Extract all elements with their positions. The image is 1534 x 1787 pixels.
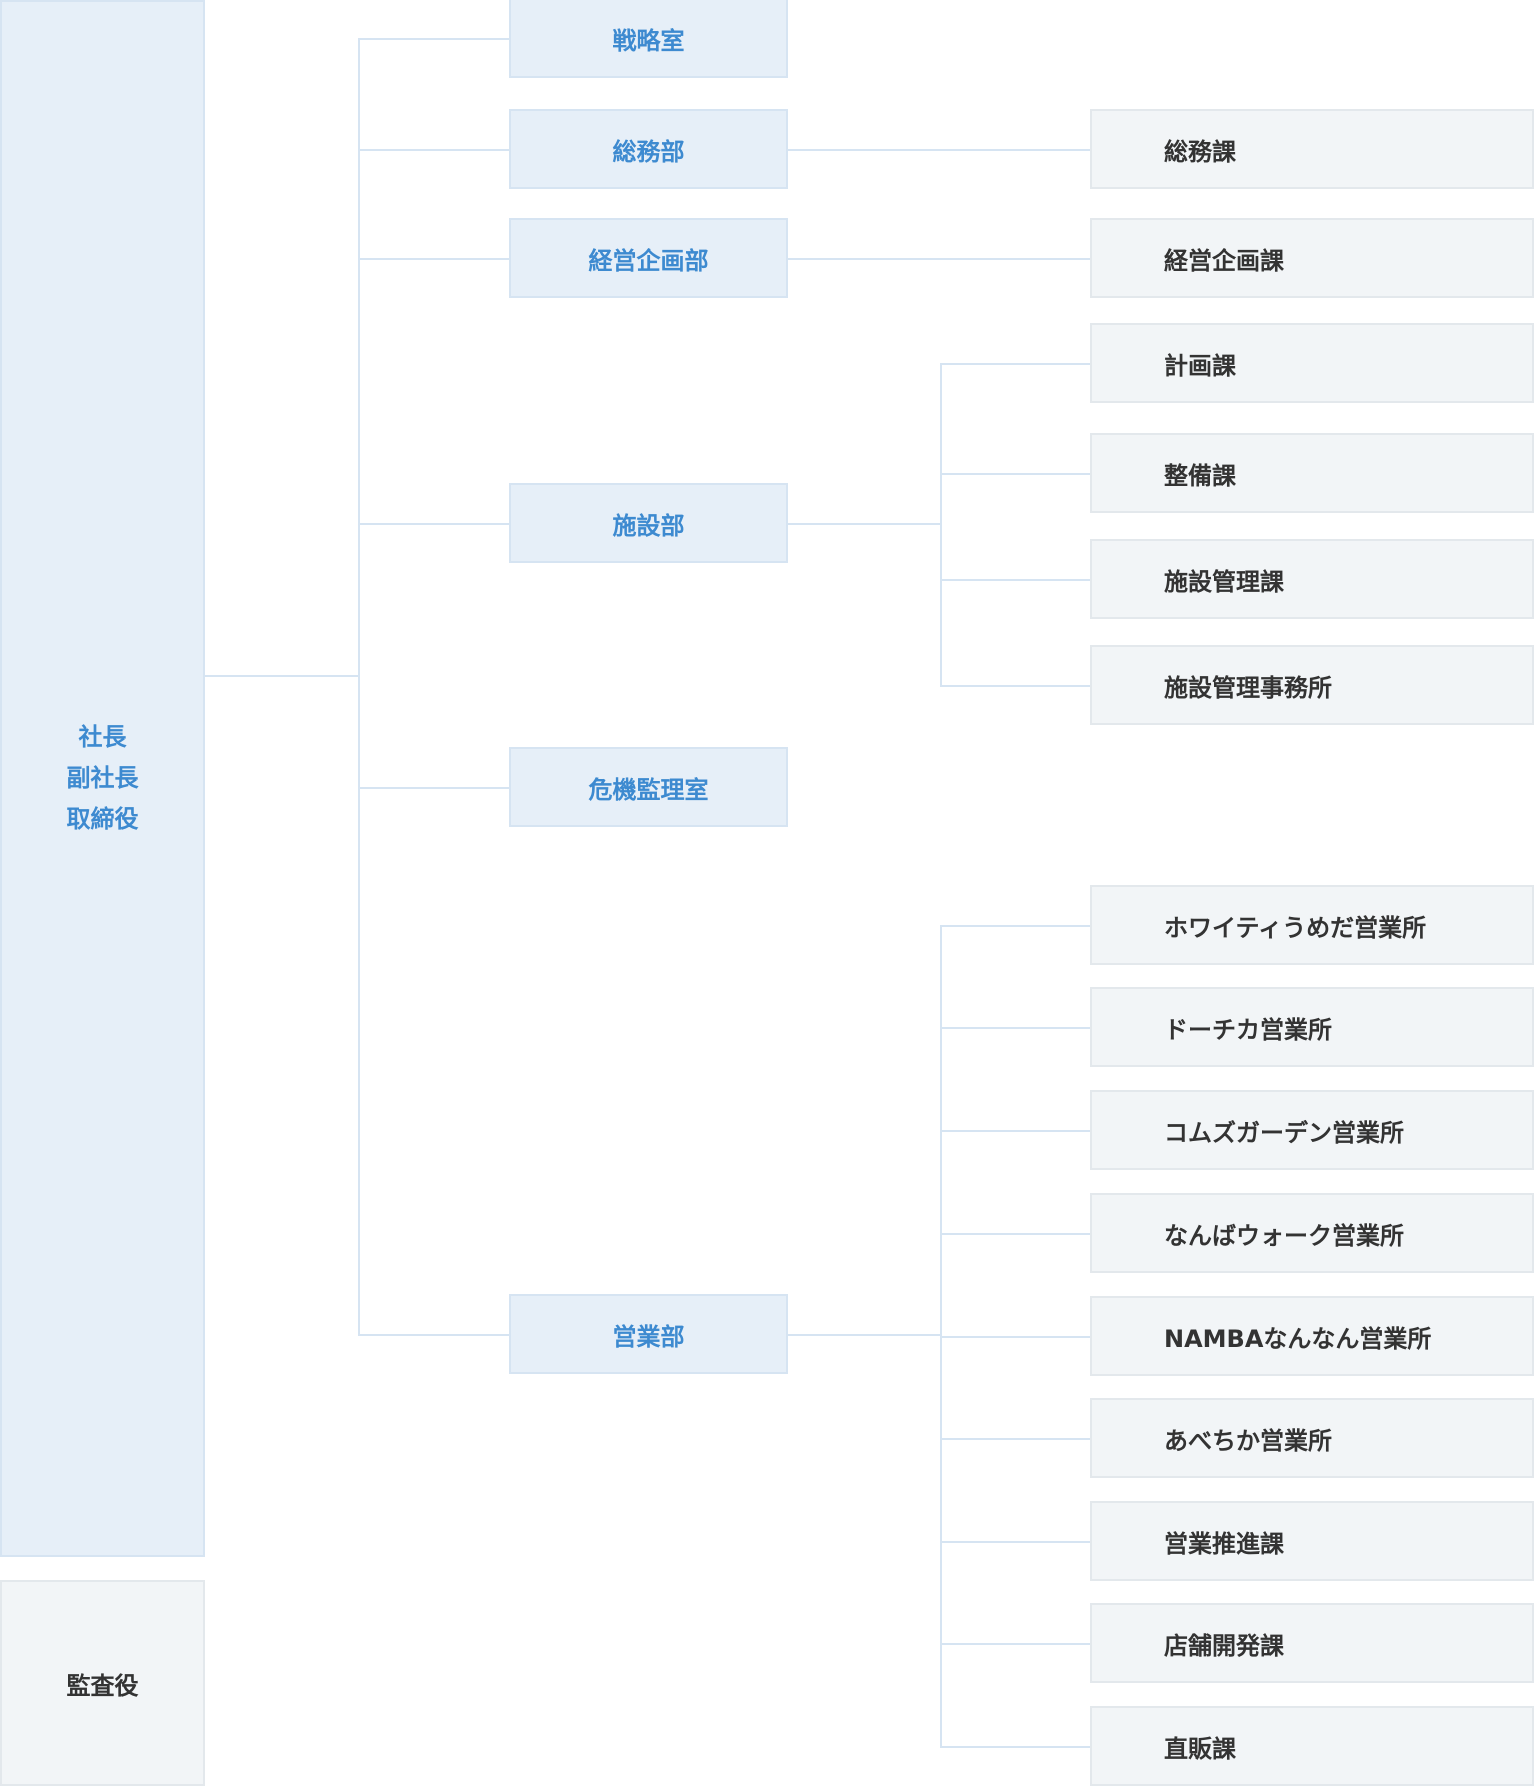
executive-connector <box>205 675 359 677</box>
section-box: 営業推進課 <box>1090 1501 1534 1581</box>
section-label: 経営企画課 <box>1164 246 1284 275</box>
sub-trunk-shisetsu <box>940 363 942 687</box>
section-label: あべちか営業所 <box>1164 1426 1332 1455</box>
section-label: 総務課 <box>1164 137 1236 166</box>
department-box-kiki: 危機監理室 <box>509 747 788 827</box>
section-label: 営業推進課 <box>1164 1529 1284 1558</box>
section-box: 店舗開発課 <box>1090 1603 1534 1683</box>
department-label: 総務部 <box>612 137 685 166</box>
section-connector-eigyo-2 <box>940 1130 1090 1132</box>
department-label: 危機監理室 <box>588 775 709 804</box>
department-box-somu: 総務部 <box>509 109 788 189</box>
section-box: コムズガーデン営業所 <box>1090 1090 1534 1170</box>
department-box-eigyo: 営業部 <box>509 1294 788 1374</box>
section-box: 経営企画課 <box>1090 218 1534 298</box>
dept-connector-shisetsu <box>358 523 509 525</box>
section-connector-eigyo-7 <box>940 1643 1090 1645</box>
section-connector-shisetsu-3 <box>940 685 1090 687</box>
dept-out-connector-shisetsu <box>788 523 940 525</box>
top-executive-line-2: 副社長 <box>66 764 139 792</box>
section-connector-eigyo-0 <box>940 925 1090 927</box>
section-label: 施設管理事務所 <box>1164 673 1332 702</box>
dept-connector-kiki <box>358 787 509 789</box>
dept-out-connector-eigyo <box>788 1334 940 1336</box>
section-box: 施設管理課 <box>1090 539 1534 619</box>
section-label: 店舗開発課 <box>1164 1631 1284 1660</box>
section-connector-eigyo-3 <box>940 1233 1090 1235</box>
trunk-line <box>358 38 360 1336</box>
section-box: 計画課 <box>1090 323 1534 403</box>
section-label: ホワイティうめだ営業所 <box>1164 913 1427 942</box>
section-connector-shisetsu-1 <box>940 473 1090 475</box>
section-connector-eigyo-5 <box>940 1438 1090 1440</box>
section-connector-eigyo-8 <box>940 1746 1090 1748</box>
section-box: 施設管理事務所 <box>1090 645 1534 725</box>
department-label: 戦略室 <box>612 26 685 55</box>
dept-connector-somu <box>358 149 509 151</box>
section-label: 直販課 <box>1164 1734 1236 1763</box>
dept-connector-senryaku <box>358 38 509 40</box>
section-connector-keiei <box>788 258 1090 260</box>
section-label: NAMBAなんなん営業所 <box>1164 1324 1432 1353</box>
section-box: 総務課 <box>1090 109 1534 189</box>
section-label: ドーチカ営業所 <box>1164 1015 1332 1044</box>
top-executive-line-3: 取締役 <box>66 805 139 833</box>
section-connector-shisetsu-0 <box>940 363 1090 365</box>
section-box: 整備課 <box>1090 433 1534 513</box>
section-box: ホワイティうめだ営業所 <box>1090 885 1534 965</box>
department-box-shisetsu: 施設部 <box>509 483 788 563</box>
section-connector-eigyo-1 <box>940 1027 1090 1029</box>
auditor-box: 監査役 <box>0 1580 205 1786</box>
dept-connector-eigyo <box>358 1334 509 1336</box>
department-box-senryaku: 戦略室 <box>509 0 788 78</box>
department-label: 営業部 <box>612 1322 685 1351</box>
auditor-label: 監査役 <box>66 1671 139 1700</box>
section-box: あべちか営業所 <box>1090 1398 1534 1478</box>
section-box: NAMBAなんなん営業所 <box>1090 1296 1534 1376</box>
section-label: なんばウォーク営業所 <box>1164 1221 1404 1250</box>
section-connector-somu <box>788 149 1090 151</box>
section-box: ドーチカ営業所 <box>1090 987 1534 1067</box>
section-label: コムズガーデン営業所 <box>1164 1118 1404 1147</box>
section-connector-eigyo-6 <box>940 1541 1090 1543</box>
section-box: 直販課 <box>1090 1706 1534 1786</box>
section-connector-shisetsu-2 <box>940 579 1090 581</box>
section-label: 施設管理課 <box>1164 567 1284 596</box>
dept-connector-keiei <box>358 258 509 260</box>
department-label: 経営企画部 <box>588 246 709 275</box>
section-connector-eigyo-4 <box>940 1336 1090 1338</box>
department-box-keiei: 経営企画部 <box>509 218 788 298</box>
department-label: 施設部 <box>612 511 685 540</box>
top-executive-box: 社長 副社長 取締役 <box>0 0 205 1557</box>
section-label: 計画課 <box>1164 351 1236 380</box>
section-box: なんばウォーク営業所 <box>1090 1193 1534 1273</box>
section-label: 整備課 <box>1164 461 1236 490</box>
top-executive-line-1: 社長 <box>78 723 127 751</box>
